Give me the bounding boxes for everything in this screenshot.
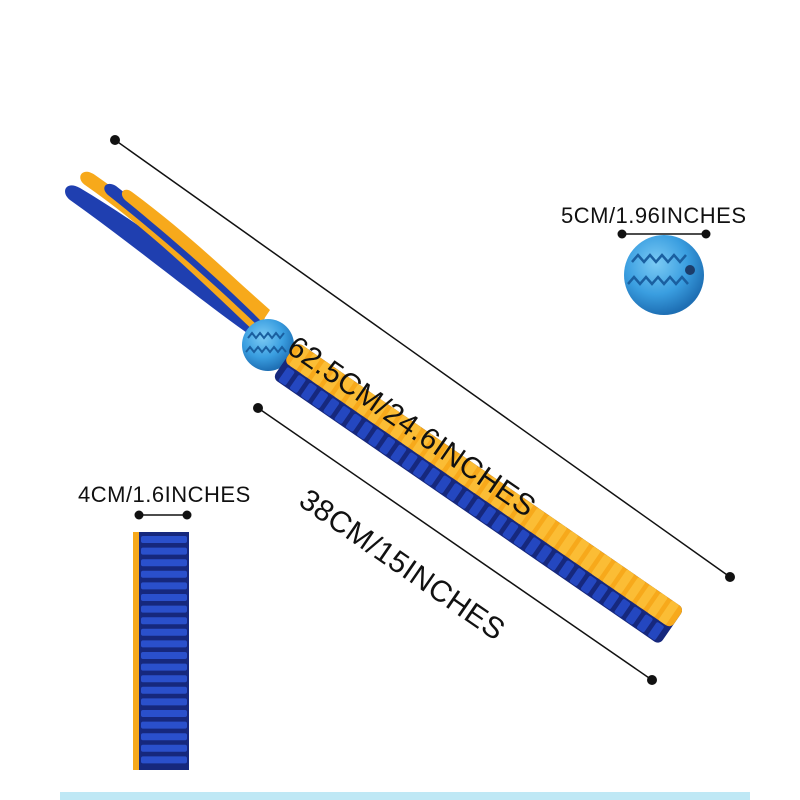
braid-segment-blue [592,583,608,602]
braid-segment-yellow [367,400,388,424]
closeup-braid-segment [141,547,187,555]
braid-segment-yellow [479,477,500,501]
braid-segment-yellow [390,415,410,439]
closeup-braid-segment [141,640,187,648]
braid-segment-blue [480,506,496,525]
braid-segment-yellow [457,461,477,486]
braid-segment-yellow [323,369,343,393]
braid-segment-yellow [513,500,533,524]
braid-segment-yellow [614,570,634,594]
braid-segment-yellow [401,423,422,447]
braid-segment-yellow [547,523,567,548]
closeup-braid-segment [141,698,187,706]
closeup-braid-segment [141,710,187,717]
braid-segment-blue [312,390,328,409]
closeup-braid-segment [141,663,187,671]
braid-segment-blue [614,599,631,617]
closeup-braid-segment [141,721,187,729]
braid-segment-blue [401,452,418,470]
closeup-braid-segment [141,594,187,601]
braid-segment-blue [301,382,317,401]
braid-closeup [133,510,192,770]
braid-segment-blue [446,483,463,501]
braid-segment-blue [368,429,384,447]
braid-width-label: 4CM/1.6INCHES [78,482,251,507]
closeup-braid-segment [141,686,187,694]
braid-segment-blue [469,498,485,517]
braid-segment-yellow [334,376,354,401]
braid-segment-blue [525,537,541,555]
braid-segment-blue [357,421,373,440]
closeup-braid-segment [141,536,187,543]
braid-segment-blue [536,545,552,563]
braid-segment-blue [379,436,396,455]
braid-segment-blue [278,367,295,386]
braid-segment-blue [513,529,530,548]
braid-segment-yellow [558,531,578,555]
braid-segment-yellow [524,508,545,532]
braid-segment-blue [625,606,642,625]
braid-segment-blue [345,413,362,432]
braid-segment-blue [558,560,575,579]
braid-segment-yellow [659,600,679,625]
braid-segment-blue [289,375,306,393]
braid-segment-yellow [569,539,589,563]
braid-segment-yellow [345,384,366,408]
braid-segment-yellow [647,593,668,617]
braid-segment-blue [323,398,340,416]
braid-segment-yellow [435,446,455,470]
braid-length-dimension [253,403,657,685]
total-length-dimension [110,135,735,582]
closeup-braid-segment [141,756,187,764]
braid-segment-blue [603,591,619,609]
treat-ball [242,319,294,371]
braid-segment-yellow [502,492,522,517]
closeup-braid-segment [141,733,187,741]
braid-segment-yellow [412,431,433,455]
braid-segment-yellow [636,585,657,609]
braid-segment-yellow [423,438,444,463]
closeup-braid-segment [141,652,187,659]
closeup-braid-segment [141,628,187,636]
braid-segment-blue [435,475,452,494]
treat-ball-closeup [617,229,711,315]
closeup-braid-segment [141,559,187,567]
braid-segment-yellow [300,353,321,378]
braid-segment-yellow [311,361,332,385]
braid-segment-blue [502,521,519,540]
closeup-braid-segment [141,617,187,625]
closeup-braid-segment [141,570,187,578]
braid-segment-yellow [491,485,511,509]
braid-segment-blue [648,622,664,640]
braid-segment-yellow [446,454,466,478]
braid-segment-blue [457,491,474,509]
braid-segment-yellow [591,554,612,578]
braid-segment-blue [491,514,507,532]
ball-diameter-label: 5CM/1.96INCHES [561,203,747,228]
braid-segment-blue [547,552,563,571]
braid-segment-blue [581,575,597,594]
closeup-braid-segment [141,605,187,613]
braid-segment-yellow [468,469,489,493]
closeup-braid-segment [141,675,187,683]
closeup-braid-segment [141,744,187,752]
braid-segment-yellow [625,577,645,602]
braid-segment-blue [569,568,586,586]
braid-segment-yellow [289,346,310,370]
braid-segment-blue [390,444,407,463]
braid-segment-yellow [535,515,556,540]
closeup-braid-segment [141,582,187,590]
braid-segment-yellow [603,562,623,586]
braided-rope-body [274,344,683,643]
braid-segment-blue [413,460,429,478]
braid-segment-blue [637,614,653,633]
braid-segment-yellow [356,392,377,416]
braid-segment-yellow [580,546,601,571]
braid-segment-blue [424,467,440,486]
braid-segment-blue [334,406,351,424]
braid-segment-yellow [379,407,399,432]
bottom-strip [60,792,750,800]
rope-handle-loops [65,171,270,335]
